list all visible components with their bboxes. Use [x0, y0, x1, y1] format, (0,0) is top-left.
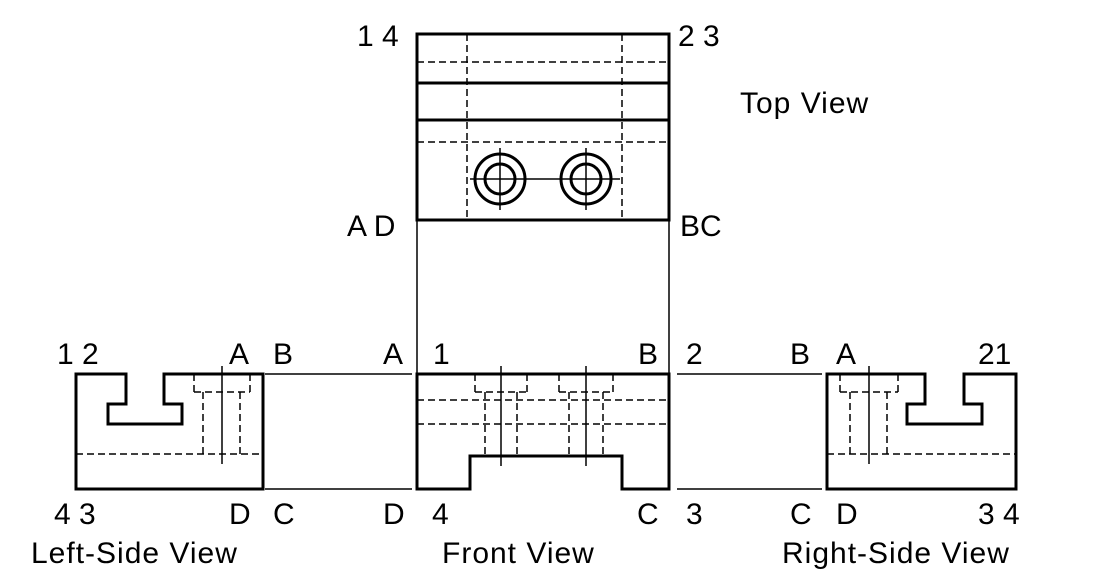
- left-side-view: 1 2 A 4 3 D B C Left-Side View: [31, 338, 295, 570]
- right-outer-label: B: [790, 338, 810, 371]
- front-view-title: Front View: [442, 537, 595, 570]
- left-corner-label: D: [229, 498, 251, 531]
- top-corner-label: 2 3: [678, 20, 720, 53]
- top-view-outline: [415, 32, 671, 222]
- right-view-title: Right-Side View: [782, 537, 1010, 570]
- left-corner-label: 4 3: [54, 498, 96, 531]
- top-corner-label: 1 4: [357, 20, 399, 53]
- gap-labels: 2 3: [686, 338, 703, 531]
- right-corner-label: 3 4: [978, 498, 1020, 531]
- gap-label: 3: [686, 498, 703, 531]
- front-corner-label: B: [638, 338, 658, 371]
- left-outer-label: B: [273, 338, 293, 371]
- front-corner-label: 1: [433, 338, 450, 371]
- top-view-title: Top View: [740, 87, 869, 120]
- front-view-outline: [415, 372, 671, 491]
- top-view: 1 4 2 3 A D BC Top View: [347, 20, 869, 243]
- right-corner-label: 21: [978, 338, 1011, 371]
- left-corner-label: A: [229, 338, 249, 371]
- left-corner-label: 1 2: [57, 338, 99, 371]
- top-corner-label: BC: [680, 210, 722, 243]
- top-corner-label: A D: [347, 210, 395, 243]
- front-outer-label: A: [383, 338, 403, 371]
- left-side-outline: [74, 372, 265, 491]
- right-side-outline: [825, 372, 1018, 491]
- left-view-title: Left-Side View: [31, 537, 238, 570]
- right-corner-label: D: [836, 498, 858, 531]
- right-outer-label: C: [790, 498, 812, 531]
- front-outer-label: D: [383, 498, 405, 531]
- right-side-view: B C A 21 D 3 4 Right-Side View: [782, 338, 1020, 570]
- front-corner-label: 4: [432, 498, 449, 531]
- gap-label: 2: [686, 338, 703, 371]
- front-view: 1 B 4 C A D Front View: [383, 338, 671, 570]
- front-corner-label: C: [637, 498, 659, 531]
- right-corner-label: A: [836, 338, 856, 371]
- left-outer-label: C: [273, 498, 295, 531]
